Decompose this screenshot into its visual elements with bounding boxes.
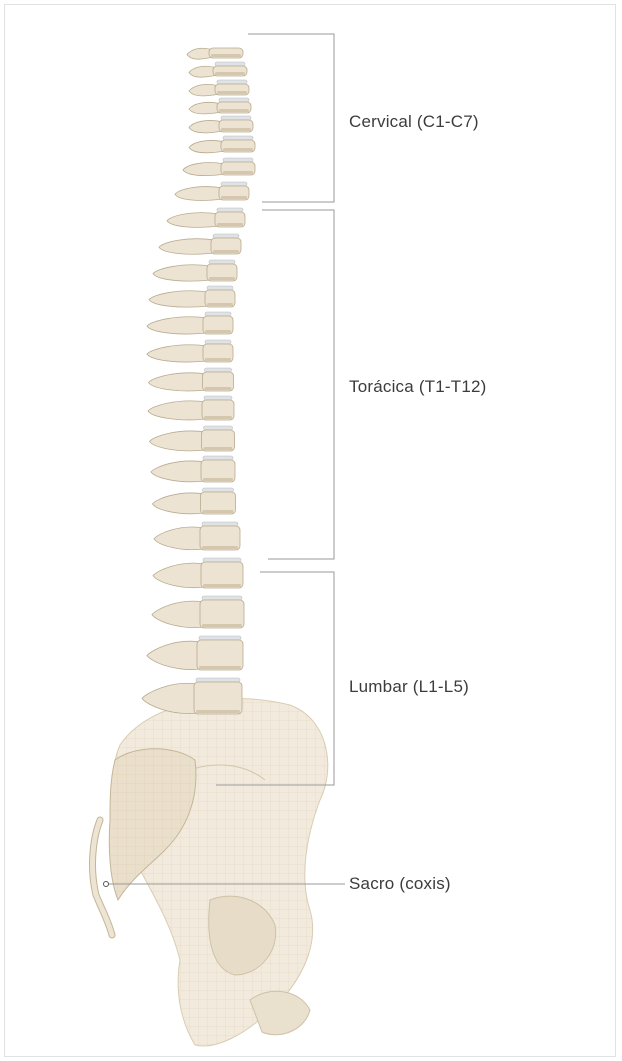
intervertebral-disc <box>203 558 241 562</box>
vertebra-process <box>153 493 205 514</box>
vertebra-process <box>175 187 223 201</box>
intervertebral-disc <box>196 678 240 682</box>
vertebra-shadow <box>205 358 231 361</box>
vertebra-shadow <box>207 303 233 306</box>
intervertebral-disc <box>204 426 233 430</box>
vertebra-body <box>200 600 244 628</box>
vertebra-shadow <box>221 196 247 199</box>
vertebra-process <box>189 102 221 114</box>
vertebra-shadow <box>217 91 247 94</box>
vertebra-shadow <box>203 510 234 513</box>
intervertebral-disc <box>202 596 242 600</box>
vertebra-process <box>147 641 201 669</box>
intervertebral-disc <box>203 456 233 460</box>
vertebra-process <box>150 431 206 451</box>
intervertebral-disc <box>217 208 243 212</box>
vertebra-process <box>148 401 206 420</box>
vertebra-process <box>152 601 204 627</box>
vertebra-process <box>153 265 211 281</box>
vertebra-shadow <box>217 223 243 226</box>
intervertebral-disc <box>205 368 232 372</box>
intervertebral-disc <box>207 286 233 290</box>
bracket-toracica <box>262 210 334 559</box>
vertebra-shadow <box>204 416 232 419</box>
vertebra-shadow <box>202 624 242 627</box>
vertebra-process <box>147 345 207 362</box>
vertebra-shadow <box>203 478 233 481</box>
vertebra-body <box>197 640 243 670</box>
vertebra-shadow <box>205 330 231 333</box>
intervertebral-disc <box>223 136 253 140</box>
bracket-cervical <box>248 34 334 202</box>
vertebra-shadow <box>203 584 241 587</box>
vertebra-shadow <box>202 546 238 549</box>
vertebra-shadow <box>204 447 233 450</box>
vertebra-shadow <box>209 277 235 280</box>
vertebra-process <box>153 563 205 588</box>
intervertebral-disc <box>215 62 245 66</box>
vertebra-process <box>142 683 198 713</box>
vertebra-process <box>183 163 225 176</box>
vertebra-shadow <box>219 109 249 112</box>
vertebra-process <box>167 213 219 228</box>
vertebra-shadow <box>196 710 240 713</box>
intervertebral-disc <box>199 636 241 640</box>
vertebra-shadow <box>215 72 245 75</box>
intervertebral-disc <box>223 158 253 162</box>
label-toracica: Torácica (T1-T12) <box>349 377 487 397</box>
vertebra-shadow <box>223 148 253 151</box>
vertebra-process <box>147 317 207 334</box>
vertebra-shadow <box>213 250 239 253</box>
intervertebral-disc <box>209 260 235 264</box>
vertebra-shadow <box>223 171 253 174</box>
vertebra-process <box>149 291 209 307</box>
vertebra-process <box>189 120 223 132</box>
intervertebral-disc <box>217 80 247 84</box>
label-sacro: Sacro (coxis) <box>349 874 451 894</box>
label-cervical: Cervical (C1-C7) <box>349 112 479 132</box>
label-lumbar: Lumbar (L1-L5) <box>349 677 469 697</box>
vertebra-process <box>151 461 205 482</box>
vertebra-process <box>189 140 225 152</box>
vertebra-shadow <box>205 387 232 390</box>
intervertebral-disc <box>204 396 232 400</box>
vertebra-process <box>154 527 204 550</box>
vertebra-shadow <box>211 54 241 57</box>
intervertebral-disc <box>205 312 231 316</box>
intervertebral-disc <box>221 116 251 120</box>
vertebra-shadow <box>199 666 241 669</box>
vertebra-process <box>189 84 219 96</box>
intervertebral-disc <box>213 234 239 238</box>
intervertebral-disc <box>202 522 238 526</box>
intervertebral-disc <box>219 98 249 102</box>
intervertebral-disc <box>221 182 247 186</box>
vertebra-shadow <box>221 128 251 131</box>
vertebral-column <box>142 48 255 714</box>
vertebra-process <box>159 239 215 254</box>
intervertebral-disc <box>205 340 231 344</box>
vertebra-process <box>149 373 207 391</box>
vertebra-body <box>194 682 242 714</box>
intervertebral-disc <box>203 488 234 492</box>
